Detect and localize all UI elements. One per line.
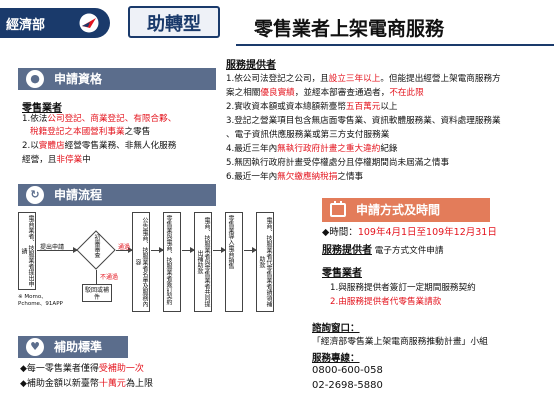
- qualification-line-2: 稅籍登記之本國營利事業之零售: [30, 127, 151, 137]
- provider-heading: 服務提供者: [226, 60, 276, 71]
- calendar-icon: [330, 201, 346, 217]
- provider-line-3: 3.登記之營業項目包含無店面零售業、資訊軟體服務業、資料處理服務業: [226, 116, 501, 126]
- type-label-box: [128, 6, 220, 38]
- hotline-label: 服務專線：: [312, 353, 360, 364]
- qualification-title: 申請資格: [54, 72, 103, 86]
- flow-arrow-1: [37, 247, 78, 253]
- flow-step-review: 初審審查: [93, 234, 100, 258]
- flow-section-bar: ↻ 申請流程: [18, 184, 216, 206]
- contact-window-label: 諮詢窗口：: [312, 323, 360, 334]
- flow-step-claim: 電商、技服業者代零售業者請領補助款: [256, 212, 274, 312]
- hotline-phone-2: 02-2698-5880: [312, 380, 383, 391]
- apply-time: ◆時間：109年4月1日至109年12月31日: [322, 227, 497, 238]
- subsidy-line-2: ◆補助金額以新臺幣十萬元為上限: [20, 379, 153, 389]
- ministry-logo-text: 經濟部: [6, 18, 46, 33]
- qualification-subhead: 零售業者: [22, 103, 62, 114]
- provider-line-1b: 案之相關優良實績，並經本部審查通過者，不在此限: [226, 88, 424, 98]
- flow-label-submit: 提出申請: [40, 244, 65, 251]
- flow-cycle-icon: ↻: [26, 186, 44, 204]
- flow-diagram: 電商業者、技服業者提出申請 提出申請 初審審查 通過 不通過 駁回或補件 公告電…: [16, 210, 312, 322]
- flow-step-announce: 公告電商、技服業者名單及服務內容: [132, 212, 150, 312]
- apply-section-bar: 申請方式及時間: [322, 198, 490, 222]
- provider-line-6: 6.最近一年內無欠繳應納稅捐之情事: [226, 172, 364, 182]
- flow-side-note: ※ Momo、Pchome、91APP: [18, 294, 63, 307]
- subsidy-title: 補助標準: [54, 340, 103, 354]
- apply-retailer-line-2: 2.由服務提供者代零售業請款: [330, 297, 442, 307]
- apply-retailer-heading: 零售業者: [322, 268, 362, 279]
- flow-arrow-6: [244, 247, 257, 253]
- qualification-section-bar: ● 申請資格: [18, 68, 216, 90]
- flow-title: 申請流程: [54, 188, 103, 202]
- flow-step-reject: 駁回或補件: [82, 284, 112, 302]
- flow-arrow-2: [116, 247, 133, 253]
- qualification-line-1: 1.依法公司登記、商業登記、有限合夥、: [22, 114, 177, 124]
- page-title: 零售業者上架電商服務: [254, 18, 445, 40]
- flow-arrow-5: [213, 247, 226, 253]
- qualification-line-3: 2.以實體店經營零售業務、非無人化服務: [22, 141, 177, 151]
- ministry-logo-icon: [79, 13, 99, 33]
- provider-line-5: 5.無因執行政府計畫受停權處分且停權期間尚未屆滿之情事: [226, 158, 450, 168]
- hands-icon: ♥: [26, 338, 44, 356]
- flow-arrow-4: [182, 247, 195, 253]
- flow-label-fail: 不通過: [100, 274, 119, 281]
- apply-provider-line: 服務提供者 電子方式文件申請: [322, 245, 444, 256]
- flow-step-onboard: 零售業導入電商銷售: [225, 212, 243, 312]
- flow-step-joint-apply: 電商、技服業者與零售業者共同提出補助款: [194, 212, 212, 312]
- qualification-line-4: 經營，且非停業中: [22, 155, 91, 165]
- flow-step-contract: 零售業與電商、技服業者簽訂契約: [163, 212, 181, 312]
- title-divider: [236, 44, 554, 46]
- flow-arrow-3: [151, 247, 164, 253]
- provider-line-3b: 、電子資訊供應服務業或第三方支付服務業: [226, 130, 390, 140]
- provider-line-4: 4.最近三年內無執行政府計畫之重大違約紀錄: [226, 144, 398, 154]
- subsidy-line-1: ◆每一零售業者僅得受補助一次: [20, 364, 144, 374]
- person-icon: ●: [26, 70, 44, 88]
- provider-line-2: 2.實收資本額或資本總額新臺幣五百萬元以上: [226, 102, 398, 112]
- apply-title: 申請方式及時間: [356, 203, 441, 217]
- flow-step-applicant: 電商業者、技服業者提出申請: [18, 212, 36, 290]
- hotline-phone-1: 0800-600-058: [312, 365, 383, 376]
- apply-retailer-line-1: 1.與服務提供者簽訂一定期間服務契約: [330, 283, 476, 293]
- provider-line-1: 1.依公司法登記之公司，且設立三年以上。但能提出經營上架電商服務方: [226, 74, 501, 84]
- type-label: 助轉型: [147, 14, 201, 35]
- flow-connector-fail: [96, 270, 97, 284]
- flow-label-pass: 通過: [118, 244, 131, 251]
- flow-review-diamond: [76, 230, 116, 270]
- subsidy-section-bar: ♥ 補助標準: [18, 336, 128, 358]
- contact-window-value: 「經濟部零售業上架電商服務推動計畫」小組: [312, 337, 488, 347]
